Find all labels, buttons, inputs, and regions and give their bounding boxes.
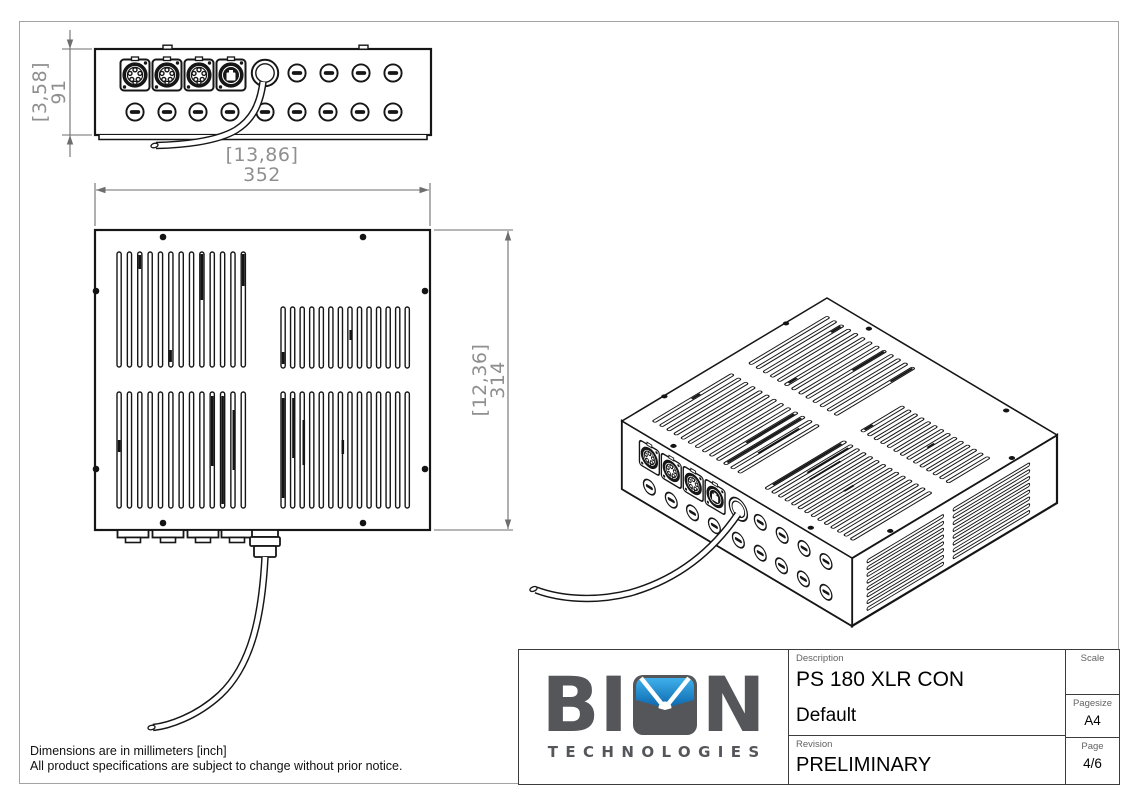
- front-view: [93, 44, 433, 150]
- description-cell: Description PS 180 XLR CON Default: [789, 650, 1065, 736]
- width-dimension: [13,86] 352: [94, 144, 431, 226]
- title-block: BI N TECHNOLOGIES Description PS 180 XLR…: [518, 649, 1120, 785]
- dim-width-mm: 352: [243, 164, 281, 186]
- drawing-notes: Dimensions are in millimeters [inch] All…: [30, 744, 402, 774]
- revision-label: Revision: [796, 739, 833, 750]
- dim-height-inch: [3,58]: [29, 62, 51, 122]
- screws: [92, 233, 429, 527]
- pagesize-cell: Pagesize A4: [1066, 695, 1119, 738]
- cable-gland-top: [249, 529, 281, 558]
- iso-cable: [529, 511, 742, 603]
- pagesize-value: A4: [1084, 713, 1101, 728]
- front-panel-cable: [150, 81, 267, 150]
- page-label: Page: [1081, 741, 1104, 752]
- top-view: [92, 228, 432, 732]
- cable-gland-icon: [250, 58, 280, 88]
- height-dimension: [3,58] 91: [29, 30, 92, 157]
- logo-sun-icon: [632, 675, 697, 735]
- dim-depth-inch: [12,36]: [469, 344, 491, 417]
- top-view-cable: [147, 556, 269, 732]
- dim-width-inch: [13,86]: [226, 144, 299, 166]
- iso-right-face: [866, 462, 1031, 611]
- revision-value: PRELIMINARY: [796, 754, 932, 776]
- isometric-view: [529, 295, 1059, 628]
- configuration-value: Default: [796, 705, 857, 726]
- vent-shadow-details: [117, 254, 352, 504]
- note-disclaimer: All product specifications are subject t…: [30, 759, 403, 773]
- logo-text-suffix: N: [701, 660, 766, 749]
- dim-height-mm: 91: [48, 79, 70, 104]
- dim-depth-mm: 314: [487, 361, 509, 399]
- logo-subtitle: TECHNOLOGIES: [547, 743, 767, 761]
- description-value: PS 180 XLR CON: [796, 668, 965, 691]
- scale-label: Scale: [1080, 653, 1105, 664]
- company-logo: BI N TECHNOLOGIES: [519, 650, 789, 784]
- revision-cell: Revision PRELIMINARY: [789, 736, 1065, 784]
- depth-dimension: [12,36] 314: [434, 229, 513, 531]
- logo-text-prefix: BI: [541, 660, 628, 749]
- scale-cell: Scale: [1066, 650, 1119, 695]
- note-units: Dimensions are in millimeters [inch]: [30, 744, 227, 758]
- description-label: Description: [796, 653, 844, 664]
- page-cell: Page 4/6: [1066, 738, 1119, 784]
- pagesize-label: Pagesize: [1072, 698, 1113, 709]
- page-value: 4/6: [1083, 756, 1102, 771]
